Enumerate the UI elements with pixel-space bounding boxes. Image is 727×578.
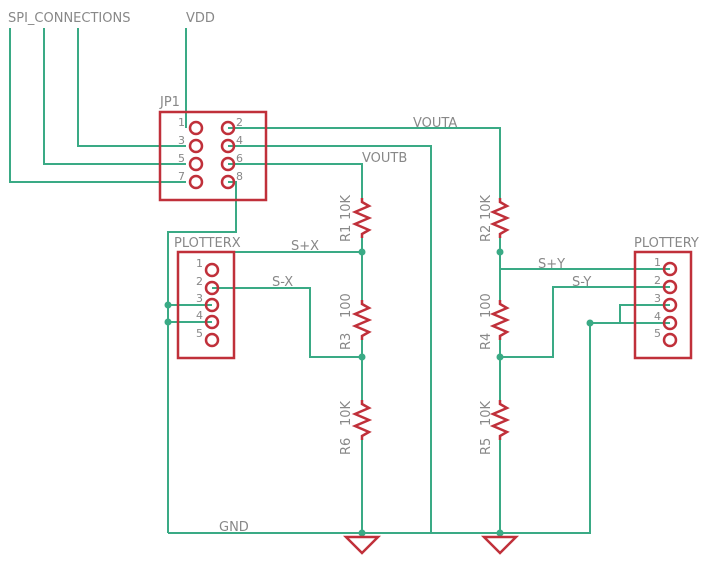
resistor-r4: R4 100 (479, 293, 511, 350)
wire-smx (212, 287, 362, 358)
jp1-pin-8: 8 (236, 170, 243, 183)
junction-smy (496, 353, 504, 361)
jp1-pin-7: 7 (178, 170, 185, 183)
plotterx-pin-5: 5 (196, 327, 203, 340)
r5-name: R5 (479, 438, 494, 455)
plottery-connector: 1 2 3 4 5 PLOTTERY (633, 236, 699, 360)
wire-voutb (228, 163, 363, 198)
r1-value: 10K (339, 194, 354, 220)
net-label-voutb: VOUTB (362, 151, 407, 166)
junction-spy (496, 248, 504, 256)
wire-vouta (228, 127, 501, 198)
wire-spi-pin5 (43, 28, 186, 165)
jp1-pin-4: 4 (236, 134, 243, 147)
resistor-r5: R5 10K (479, 400, 511, 455)
plotterx-pin-1: 1 (196, 257, 203, 270)
r4-name: R4 (479, 333, 494, 350)
net-label-spi: SPI_CONNECTIONS (8, 11, 130, 26)
wire-spi-pin3 (77, 28, 186, 147)
junction-gnd-left (358, 529, 366, 537)
gnd-symbol-left (342, 535, 382, 555)
plotterx-pin-2: 2 (196, 275, 203, 288)
r6-value: 10K (339, 400, 354, 426)
plottery-pin-2: 2 (654, 274, 661, 287)
net-label-vouta: VOUTA (413, 116, 457, 131)
wire-smy (500, 286, 670, 358)
wires (9, 28, 670, 534)
plotterx-pin-4: 4 (196, 309, 203, 322)
r2-value: 10K (479, 194, 494, 220)
jp1-pin-5: 5 (178, 152, 185, 165)
gnd-symbol-right (480, 535, 520, 555)
jp1-label: JP1 (159, 95, 180, 110)
junction-spx (358, 248, 366, 256)
junction-plotterx-4 (164, 318, 172, 326)
plottery-pin-1: 1 (654, 256, 661, 269)
jp1-pin-6: 6 (236, 152, 243, 165)
net-labels: SPI_CONNECTIONS VDD VOUTA VOUTB GND S+X … (8, 11, 591, 535)
r1-name: R1 (339, 225, 354, 242)
wire-spi-pin7 (9, 28, 186, 183)
net-label-gnd: GND (219, 520, 249, 535)
junctions (164, 248, 594, 537)
r2-name: R2 (479, 225, 494, 242)
plottery-pin-3: 3 (654, 292, 661, 305)
jp1-pin-3: 3 (178, 134, 185, 147)
plottery-pin-4: 4 (654, 310, 661, 323)
jp1-pin-1: 1 (178, 116, 185, 129)
junction-smx (358, 353, 366, 361)
net-label-spy: S+Y (538, 257, 565, 272)
r5-value: 10K (479, 400, 494, 426)
resistor-r6: R6 10K (339, 400, 373, 455)
plottery-label: PLOTTERY (634, 236, 699, 251)
net-label-vdd: VDD (186, 11, 215, 26)
wire-gnd-rail (168, 323, 591, 534)
wire-pin4-gnd (228, 145, 432, 533)
net-label-spx: S+X (291, 239, 319, 254)
r6-name: R6 (339, 438, 354, 455)
r3-name: R3 (339, 333, 354, 350)
plotterx-label: PLOTTERX (174, 236, 241, 251)
junction-gnd-right (496, 529, 504, 537)
junction-plotterx-3 (164, 301, 172, 309)
jp1-pin-2: 2 (236, 116, 243, 129)
junction-plottery (586, 319, 594, 327)
plotterx-pin-3: 3 (196, 292, 203, 305)
jp1-pins (188, 120, 236, 190)
resistor-r2: R2 10K (479, 194, 511, 242)
jp1-header: 1 2 3 4 5 6 7 8 JP1 (158, 95, 268, 202)
r4-value: 100 (479, 293, 494, 318)
plotterx-connector: 1 2 3 4 5 PLOTTERX (174, 236, 241, 360)
r3-value: 100 (339, 293, 354, 318)
plottery-pin-5: 5 (654, 327, 661, 340)
resistor-r1: R1 10K (339, 194, 373, 242)
resistor-r3: R3 100 (339, 293, 373, 350)
net-label-smx: S-X (272, 275, 293, 290)
net-label-smy: S-Y (572, 275, 591, 290)
